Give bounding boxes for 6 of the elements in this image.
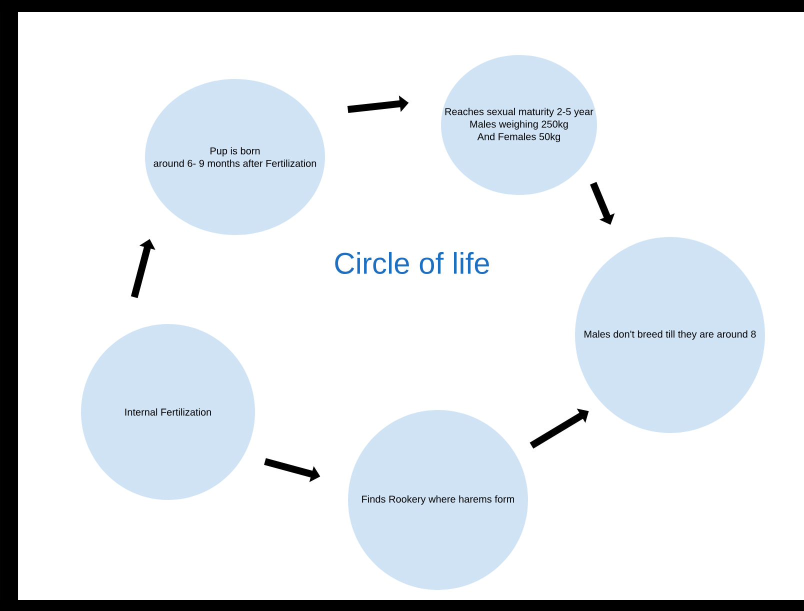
- circle-node: Internal Fertilization: [81, 324, 255, 500]
- title: Circle of life: [335, 252, 489, 274]
- circle-node: Males don't breed till they are around 8: [575, 237, 765, 433]
- circle-node: Reaches sexual maturity 2-5 year Males weighing 250kg And Females 50kg: [441, 55, 597, 195]
- circle-node: Pup is born around 6- 9 months after Fertilization: [145, 79, 325, 235]
- circle-node: Finds Rookery where harems form: [348, 410, 528, 590]
